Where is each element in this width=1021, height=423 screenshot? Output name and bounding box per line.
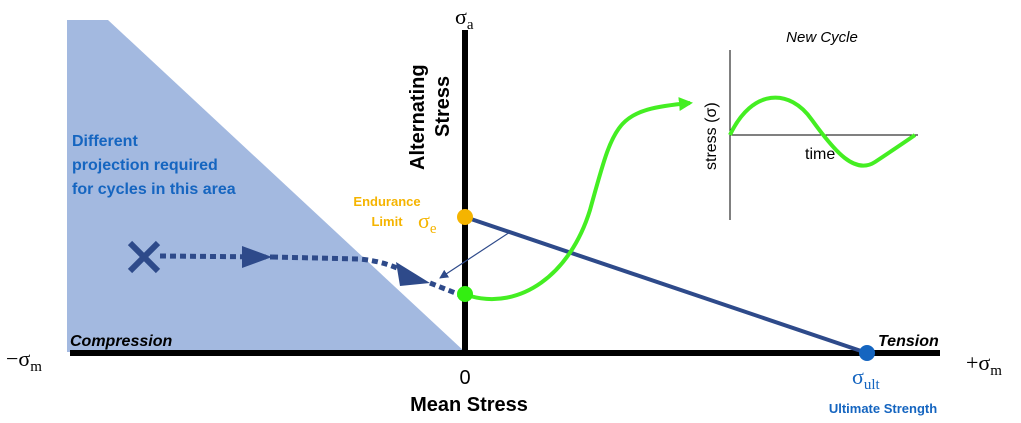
projection-curve <box>469 97 693 302</box>
compression-region <box>67 20 465 352</box>
inset-x-label: time <box>805 146 835 163</box>
tension-label: Tension <box>878 333 939 350</box>
endurance-symbol: σe <box>418 208 437 237</box>
projection-arrowhead <box>242 246 272 268</box>
note-line3: for cycles in this area <box>72 181 236 198</box>
endurance-label-line1: Endurance <box>353 194 420 209</box>
y-axis-label-line1: Alternating <box>407 64 429 170</box>
pos-x-symbol: +σm <box>966 350 1002 379</box>
inset-y-label: stress (σ) <box>703 102 720 170</box>
pointer-arrow <box>439 231 511 279</box>
endurance-point <box>457 209 473 225</box>
y-axis-symbol: σa <box>455 4 474 33</box>
inset-sine-curve <box>728 95 917 168</box>
ultimate-point <box>859 345 875 361</box>
y-axis-label-line2: Stress <box>432 76 454 137</box>
x-axis-label: Mean Stress <box>410 394 528 416</box>
projected-point <box>457 286 473 302</box>
origin-label: 0 <box>459 367 470 389</box>
inset-title: New Cycle <box>786 29 858 46</box>
neg-x-symbol: −σm <box>6 346 42 375</box>
endurance-label-line2: Limit <box>371 214 403 229</box>
ultimate-symbol: σult <box>852 364 881 393</box>
note-line2: projection required <box>72 157 218 174</box>
note-line1: Different <box>72 133 138 150</box>
ultimate-label: Ultimate Strength <box>829 401 937 416</box>
projection-arrowhead-2 <box>396 262 430 286</box>
compression-label: Compression <box>70 333 172 350</box>
projection-dotted-line-3 <box>429 280 464 299</box>
cross-icon <box>127 240 161 274</box>
goodman-line <box>464 215 868 355</box>
